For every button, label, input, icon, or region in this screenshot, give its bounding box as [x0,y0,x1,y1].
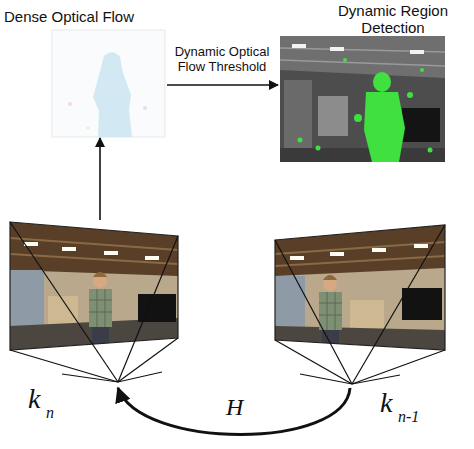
frustum-line [352,225,445,384]
frustum-base [300,374,400,384]
frame-symbol: k [28,384,40,414]
homography-arrow [118,388,350,435]
ceiling [280,36,445,78]
frustum-line [10,350,118,382]
trousers [92,327,109,345]
frame-image [10,218,180,358]
light [104,251,118,255]
edge-label: H [224,394,245,420]
dynamic-dot [298,138,303,143]
wall-panel [284,80,312,150]
detection-ground [280,36,445,162]
box [350,300,384,330]
floor [275,326,445,350]
hair [93,272,107,277]
monitor [402,108,440,142]
floor [280,148,445,162]
frame-subscript: n-1 [398,408,419,426]
frame-image [270,220,450,355]
camera-frustum [275,225,445,384]
flow-speck [143,106,147,110]
plaid [319,292,342,330]
dynamic-dot [420,68,424,72]
node-heading: Dense Optical Flow [4,8,179,25]
frame-subscript: n [46,404,54,422]
image-node: Dynamic Region Detection [275,0,470,164]
camera-frame: k n-1 [270,218,460,430]
hair [323,275,337,280]
flow-speck [86,126,89,129]
node-heading: Dynamic Region Detection [320,2,466,36]
frustum-line [118,236,178,382]
flow-arrow [99,138,101,220]
image-frame [52,30,165,137]
monitor [138,294,176,322]
frustum-line [275,240,352,384]
shirt [319,292,342,330]
light [292,44,306,48]
camera-frame: kn [4,218,186,428]
detection-image [280,36,445,162]
dynamic-blob [373,72,391,92]
light [330,252,344,256]
flow-ground [52,30,165,137]
dynamic-dot [407,92,413,98]
monitor [402,288,442,320]
wall [10,218,180,358]
light [410,50,424,54]
frustum-line [352,350,445,384]
image-plane [10,222,178,350]
box [318,96,348,136]
light [330,47,344,51]
image-frame [10,220,180,388]
frustum-line [275,340,352,384]
image-frame [280,36,445,162]
shirt [89,289,112,327]
frame-symbol: k [380,388,392,418]
beam [280,60,445,66]
wall [270,220,450,355]
light [290,256,304,260]
optical-flow-image [52,30,165,137]
light [414,244,428,248]
dynamic-dot [316,146,321,151]
plaid [89,289,112,327]
dynamic-region [298,58,433,162]
beam [275,256,445,266]
image-node: Dense Optical Flow [0,2,190,139]
beam [275,242,445,254]
edge-label: Dynamic Optical Flow Threshold [167,44,277,74]
threshold-arrow [167,84,278,86]
ceiling [10,222,178,276]
camera-frustum [10,222,178,382]
frustum-line [10,222,118,382]
beam [10,238,178,250]
light [145,256,159,260]
flow-silhouette [93,52,132,137]
flow-speck [68,102,72,106]
dynamic-dot [343,58,347,62]
dynamic-blob [364,92,405,162]
dynamic-dot [428,148,433,153]
light [62,247,76,251]
dynamic-dot [354,114,362,122]
image-frame [275,220,445,388]
light [372,248,386,252]
frustum-base [62,372,162,382]
